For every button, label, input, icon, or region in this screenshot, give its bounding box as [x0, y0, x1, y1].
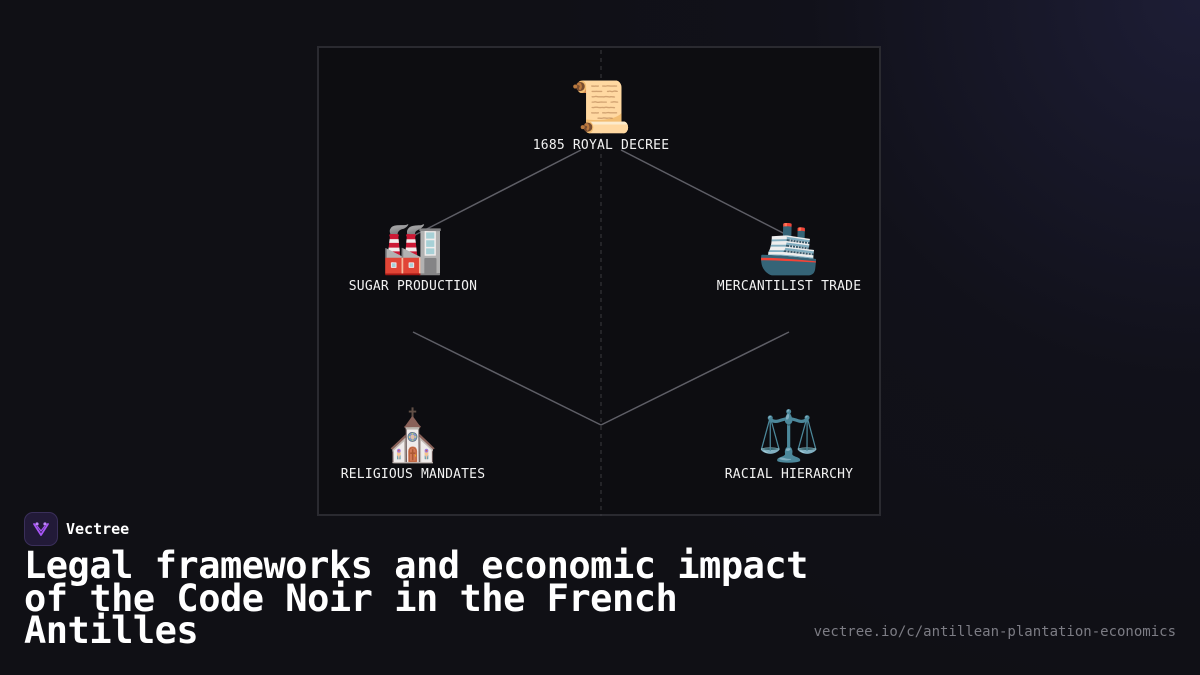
page-title: Legal frameworks and economic impact of … — [24, 544, 808, 652]
vectree-logo-icon — [24, 512, 58, 546]
scroll-icon: 📜 — [569, 78, 633, 136]
connector-decree-to-trade — [620, 149, 788, 236]
node-label: RACIAL HIERARCHY — [724, 467, 854, 482]
node-label: SUGAR PRODUCTION — [348, 279, 478, 294]
brand-name: Vectree — [66, 520, 130, 538]
node-royal-decree: 📜 1685 ROYAL DECREE — [491, 78, 711, 153]
source-url: vectree.io/c/antillean-plantation-econom… — [813, 624, 1176, 640]
node-label: 1685 ROYAL DECREE — [532, 138, 670, 153]
connector-left-to-center — [412, 331, 602, 426]
ship-icon: 🚢 — [757, 219, 821, 277]
scales-icon: ⚖️ — [757, 407, 821, 465]
brand: Vectree — [24, 512, 129, 546]
connector-decree-to-sugar — [414, 149, 582, 236]
factory-icon: 🏭 — [381, 219, 445, 277]
church-icon: ⛪ — [381, 407, 445, 465]
node-label: MERCANTILIST TRADE — [716, 279, 862, 294]
node-mercantilist-trade: 🚢 MERCANTILIST TRADE — [679, 219, 899, 294]
diagram-panel: 📜 1685 ROYAL DECREE 🏭 SUGAR PRODUCTION 🚢… — [317, 46, 881, 516]
node-religious-mandates: ⛪ RELIGIOUS MANDATES — [303, 407, 523, 482]
connector-lines — [412, 50, 790, 516]
node-label: RELIGIOUS MANDATES — [340, 467, 486, 482]
node-sugar-production: 🏭 SUGAR PRODUCTION — [303, 219, 523, 294]
connector-right-to-center — [600, 331, 790, 426]
node-racial-hierarchy: ⚖️ RACIAL HIERARCHY — [679, 407, 899, 482]
